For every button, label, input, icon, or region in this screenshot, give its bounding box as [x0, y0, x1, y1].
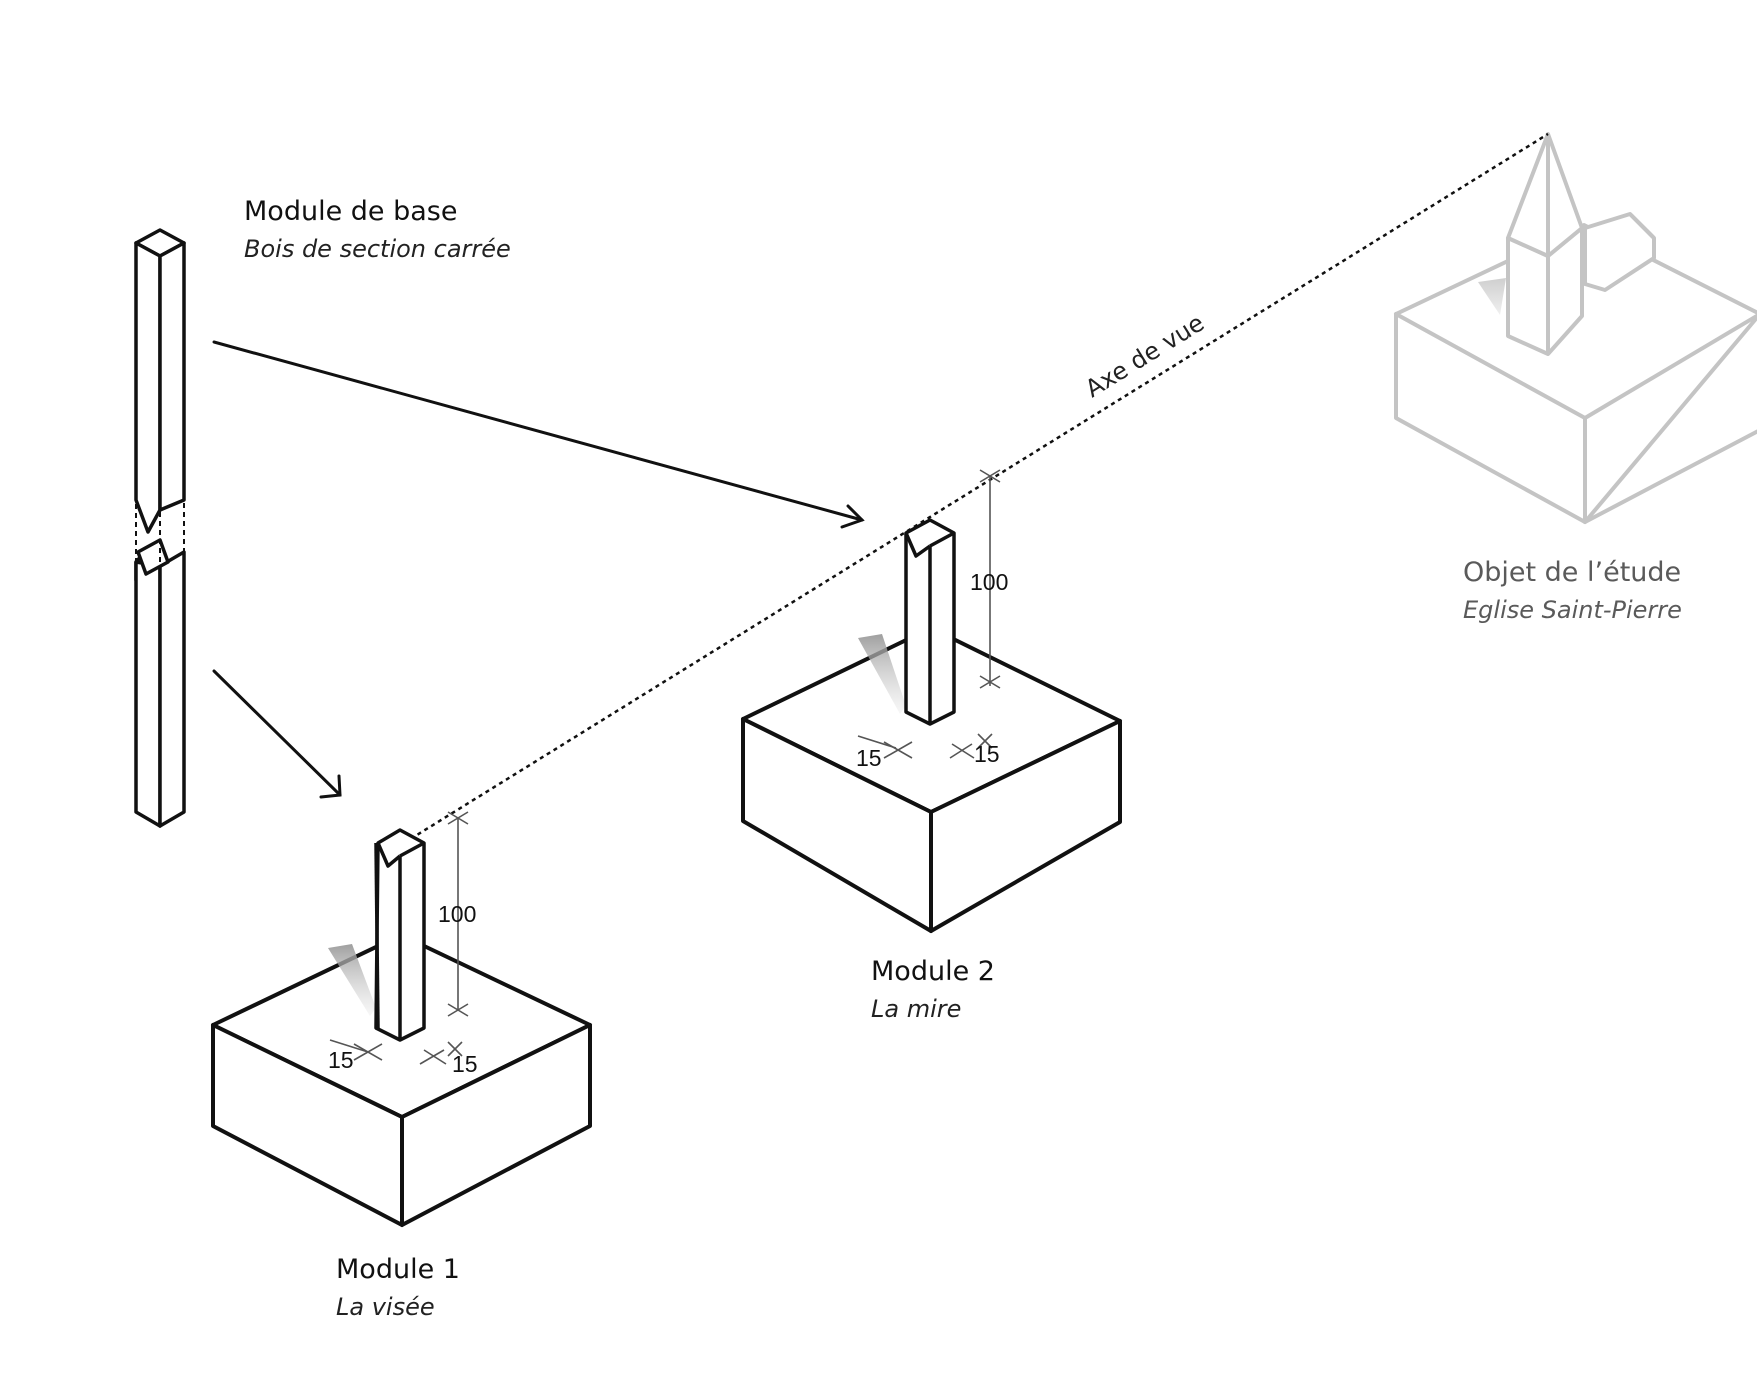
module-2-dimensions	[857, 469, 1001, 759]
module-1-subtitle: La visée	[336, 1293, 435, 1321]
module-2-subtitle: La mire	[871, 995, 962, 1023]
base-timber-cut-lines	[135, 503, 185, 566]
arrow-to-module-2	[212, 340, 865, 529]
module-1-post	[374, 828, 426, 1042]
module-2-post	[904, 518, 956, 726]
module-1-dimensions	[329, 811, 469, 1065]
module-base-caption: Module de base Bois de section carrée	[244, 196, 511, 263]
module-2-width-b-label: 15	[974, 741, 1000, 767]
module-base-title: Module de base	[244, 196, 458, 227]
module-1-caption: Module 1 La visée	[336, 1254, 460, 1321]
module-1-title: Module 1	[336, 1254, 460, 1285]
module-2-width-a-label: 15	[856, 745, 882, 771]
module-2-height-label: 100	[970, 569, 1008, 595]
module-2-shadow	[858, 634, 906, 714]
sight-axis-label: Axe de vue	[1080, 309, 1209, 403]
arrow-to-module-1	[212, 669, 342, 799]
module-1-height-label: 100	[438, 901, 476, 927]
module-1-shadow	[328, 944, 376, 1016]
module-1-width-b-label: 15	[452, 1051, 478, 1077]
church-object	[1394, 132, 1757, 524]
module-1-width-a-label: 15	[328, 1047, 354, 1073]
objet-title: Objet de l’étude	[1463, 557, 1682, 588]
module-2-caption: Module 2 La mire	[871, 956, 995, 1023]
objet-caption: Objet de l’étude Eglise Saint-Pierre	[1463, 557, 1682, 624]
sight-axis-line	[403, 132, 1549, 845]
module-2-title: Module 2	[871, 956, 995, 987]
base-timber	[134, 228, 186, 828]
module-base-subtitle: Bois de section carrée	[244, 235, 511, 263]
objet-subtitle: Eglise Saint-Pierre	[1463, 596, 1682, 624]
